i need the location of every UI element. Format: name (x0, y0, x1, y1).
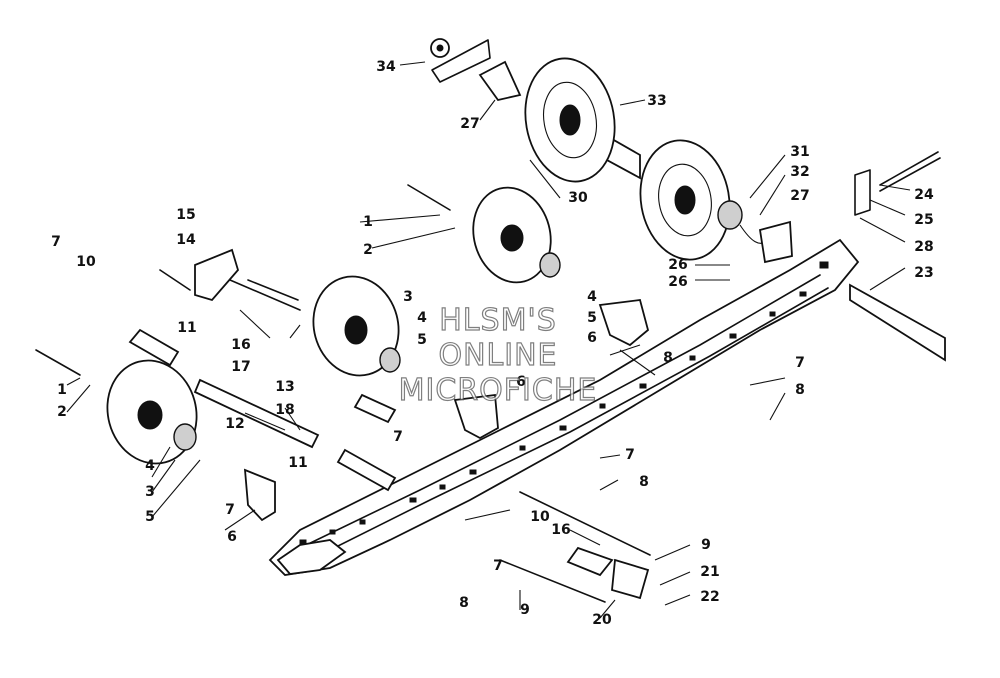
callout-18: 18 (275, 402, 294, 418)
callout-21: 21 (700, 564, 719, 580)
callout-3: 3 (145, 484, 155, 500)
callout-16: 16 (231, 337, 250, 353)
callout-6: 6 (227, 529, 237, 545)
callout-16: 16 (551, 522, 570, 538)
callout-7: 7 (795, 355, 805, 371)
callout-27: 27 (460, 116, 479, 132)
watermark-line-2: ONLINE (438, 338, 557, 373)
callout-30: 30 (568, 190, 588, 206)
rear-idler-wheel-assembly (430, 38, 793, 264)
callout-6: 6 (587, 330, 597, 346)
callout-7: 7 (493, 558, 503, 574)
callout-24: 24 (914, 187, 934, 203)
callout-25: 25 (914, 212, 933, 228)
leader-lines (66, 61, 911, 619)
callout-32: 32 (790, 164, 809, 180)
callout-10: 10 (530, 509, 550, 525)
callout-15: 15 (176, 207, 195, 223)
callout-27: 27 (790, 188, 809, 204)
callout-34: 34 (376, 59, 396, 75)
watermark: HLSM'S ONLINE MICROFICHE (398, 302, 598, 408)
callout-20: 20 (592, 612, 612, 628)
callout-7: 7 (625, 447, 635, 463)
callout-2: 2 (57, 404, 67, 420)
callout-9: 9 (520, 602, 530, 618)
callout-7: 7 (225, 502, 235, 518)
callout-31: 31 (790, 144, 809, 160)
callout-26: 26 (668, 274, 687, 290)
callout-5: 5 (587, 310, 597, 326)
callout-26: 26 (668, 257, 687, 273)
callout-3: 3 (403, 289, 413, 305)
callout-4: 4 (587, 289, 597, 305)
callout-22: 22 (700, 589, 719, 605)
callout-7: 7 (51, 234, 61, 250)
callout-33: 33 (647, 93, 666, 109)
callout-9: 9 (701, 537, 711, 553)
suspension-rail-assembly (268, 238, 860, 576)
callout-4: 4 (417, 310, 427, 326)
callout-1: 1 (363, 214, 373, 230)
callout-2: 2 (363, 242, 373, 258)
callout-28: 28 (914, 239, 933, 255)
watermark-line-1: HLSM'S (439, 303, 557, 338)
callout-11: 11 (288, 455, 307, 471)
callout-10: 10 (76, 254, 96, 270)
watermark-line-3: MICROFICHE (399, 373, 598, 408)
callout-4: 4 (145, 458, 155, 474)
callout-8: 8 (795, 382, 805, 398)
callout-8: 8 (663, 350, 673, 366)
callout-8: 8 (639, 474, 649, 490)
callout-5: 5 (145, 509, 155, 525)
callout-17: 17 (231, 359, 250, 375)
cross-shafts (35, 184, 651, 603)
callout-11: 11 (177, 320, 196, 336)
callout-7: 7 (393, 429, 403, 445)
callout-23: 23 (914, 265, 933, 281)
callout-8: 8 (459, 595, 469, 611)
callout-labels: 34 27 33 30 31 32 27 24 25 28 23 26 26 1… (51, 59, 934, 628)
callout-5: 5 (417, 332, 427, 348)
callout-1: 1 (57, 382, 67, 398)
callout-13: 13 (275, 379, 294, 395)
front-idler-wheels (106, 186, 561, 465)
callout-14: 14 (176, 232, 196, 248)
callout-6: 6 (516, 374, 526, 390)
rear-axle-shaft (849, 151, 946, 362)
callout-12: 12 (225, 416, 244, 432)
